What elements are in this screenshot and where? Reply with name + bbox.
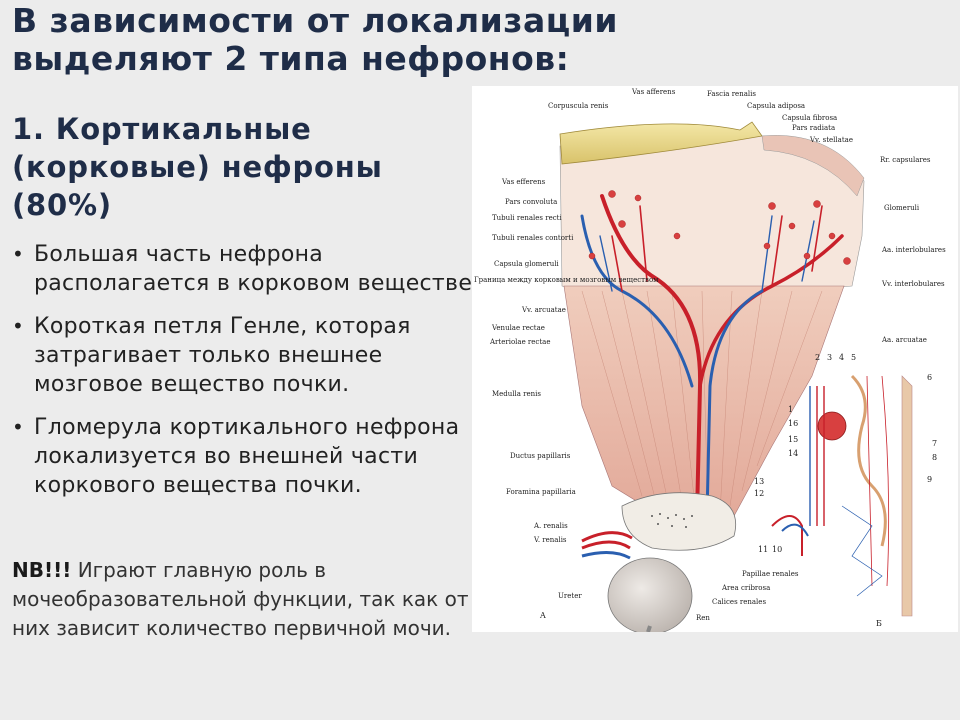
label-glomeruli: Glomeruli [884,204,920,212]
nb-note: NB!!! Играют главную роль в мочеобразова… [12,556,482,643]
number-label: 5 [851,353,856,362]
label-tubuli-recti: Tubuli renales recti [492,214,562,222]
label-arteriolae-rectae: Arteriolae rectae [489,338,550,346]
label-area-cribrosa: Area cribrosa [721,584,770,592]
nb-label: NB!!! [12,558,72,582]
nb-text: Играют главную роль в мочеобразовательно… [12,558,469,640]
number-label: 1 [788,405,793,414]
label-capsula-glomeruli: Capsula glomeruli [494,260,560,268]
medulla-striations [581,290,823,517]
label-aa-interlobulares: Aa. interlobulares [881,246,946,254]
label-tubuli-contorti: Tubuli renales contorti [492,234,574,242]
number-label: 6 [927,373,932,382]
label-vv-arcuatae: Vv. arcuatae [521,306,566,314]
label-vas-efferens: Vas efferens [501,178,546,186]
label-v-renalis: V. renalis [533,536,567,544]
papilla-renalis [621,492,737,551]
section-heading: 1. Кортикальные (корковые) нефроны (80%) [12,112,383,222]
panel-b-label: Б [876,619,882,628]
label-papillae-renales: Papillae renales [742,570,799,578]
label-venulae-rectae: Venulae rectae [491,324,545,332]
label-fascia-renalis: Fascia renalis [707,90,756,98]
label-granica: Граница между корковым и мозговым вещест… [474,276,659,284]
label-calices-renales: Calices renales [712,598,766,606]
ureter-tube [646,625,652,632]
label-rr-capsulares: Rr. capsulares [880,156,931,164]
kidney-section-drawing: Corpuscula renis Vas afferens Fascia ren… [474,88,946,632]
number-label: 14 [788,449,798,458]
number-label: 4 [839,353,844,362]
label-capsula-fibrosa: Capsula fibrosa [782,114,837,122]
bullet-item: Гломерула кортикального нефрона локализу… [10,413,480,500]
renal-vein [581,551,631,560]
label-vv-stellatae: Vv. stellatae [809,136,853,144]
capsula-fibrosa-band [761,135,865,197]
number-label: 15 [788,435,798,444]
number-label: 7 [932,439,937,448]
label-corpuscula-renis: Corpuscula renis [548,102,609,110]
number-label: 9 [927,475,932,484]
label-vas-afferens-top: Vas afferens [631,88,676,96]
number-label: 10 [772,545,782,554]
label-medulla-renis: Medulla renis [492,390,541,398]
bullet-item: Короткая петля Генле, которая затрагивае… [10,312,480,399]
number-label: 3 [827,353,832,362]
number-label: 16 [788,419,798,428]
number-label: 13 [754,477,764,486]
label-a-renalis: A. renalis [533,522,568,530]
number-label: 8 [932,453,937,462]
bullet-item: Большая часть нефрона располагается в ко… [10,240,480,298]
slide-title: В зависимости от локализации выделяют 2 … [12,1,618,78]
area-cribrosa-dots [651,513,693,528]
label-pars-radiata: Pars radiata [792,124,835,132]
number-label: 2 [815,353,820,362]
nephron-panel [771,374,913,617]
renal-artery [581,531,633,550]
label-capsula-adiposa: Capsula adiposa [747,102,805,110]
number-label: 12 [754,489,764,498]
label-ren: Ren [696,614,710,622]
label-ductus-papillaris: Ductus papillaris [510,452,571,460]
bullet-list: Большая часть нефрона располагается в ко… [10,240,480,514]
medulla-pyramid [563,285,845,527]
label-ureter: Ureter [558,592,582,600]
label-foramina-papillaria: Foramina papillaria [506,488,576,496]
number-label: 11 [758,545,768,554]
label-pars-convoluta: Pars convoluta [505,198,557,206]
label-aa-arcuatae: Aa. arcuatae [881,336,927,344]
panel-a-label: A [539,611,546,620]
glomeruli-dots [588,190,851,265]
renal-pelvis [607,557,693,632]
main-vessels [580,194,844,518]
label-vv-interlobulares: Vv. interlobulares [881,280,945,288]
kidney-illustration: Corpuscula renis Vas afferens Fascia ren… [472,86,958,632]
